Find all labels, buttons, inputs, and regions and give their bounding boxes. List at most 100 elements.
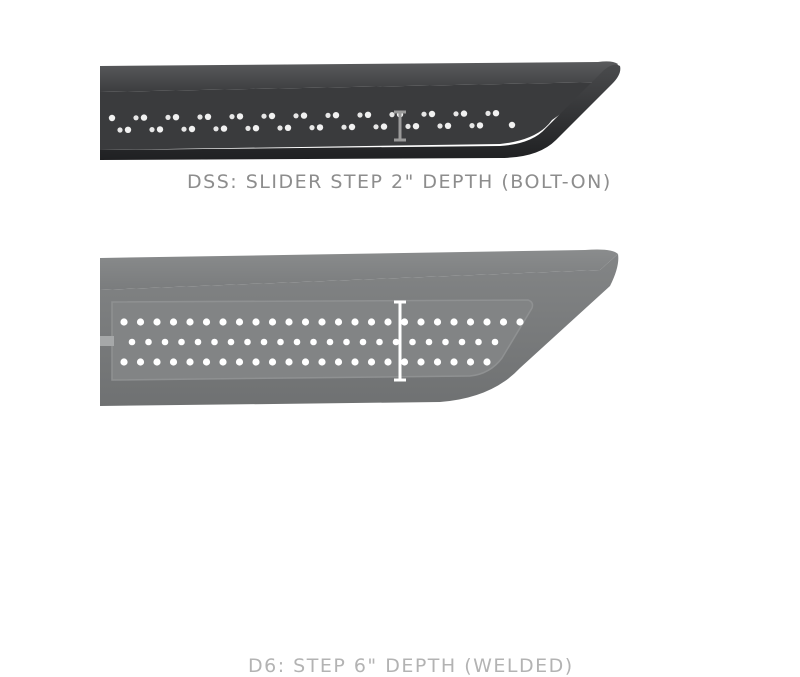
d6-hole [301, 358, 310, 366]
d6-label-tag [100, 336, 114, 346]
d6-hole [433, 318, 442, 326]
d6-hole [252, 358, 260, 366]
d6-hole [367, 318, 376, 326]
d6-hole [450, 318, 458, 326]
dss-hole [124, 126, 132, 133]
dss-hole [252, 125, 260, 132]
d6-hole [202, 318, 211, 326]
d6-hole [384, 318, 392, 326]
dss-hole [213, 126, 219, 132]
d6-hole [351, 318, 359, 326]
dss-hole [204, 113, 212, 121]
dss-slider-step-image: DSS: SLIDER STEP 2" DEPTH (BOLT-ON) [0, 0, 800, 210]
d6-hole [136, 318, 145, 326]
d6-hole [376, 338, 383, 346]
d6-hole [318, 358, 326, 366]
d6-hole [178, 338, 185, 346]
dss-hole [133, 115, 139, 121]
d6-hole [268, 318, 277, 326]
d6-hole [161, 338, 169, 346]
dss-hole [508, 121, 516, 129]
d6-hole [466, 358, 475, 366]
d6-hole [400, 318, 409, 326]
dss-hole [453, 111, 459, 117]
d6-hole [128, 338, 136, 346]
dss-hole [460, 110, 468, 117]
dss-hole [261, 113, 267, 119]
dss-hole [437, 123, 443, 129]
d6-hole-pattern [120, 318, 524, 366]
d6-hole [235, 358, 244, 366]
d6-step-image: D6: STEP 6" DEPTH (WELDED) [0, 230, 800, 677]
dss-hole [485, 110, 491, 116]
dss-hole [268, 112, 276, 120]
dss-hole [172, 114, 180, 121]
d6-hole [219, 318, 227, 326]
dss-hole [341, 124, 347, 130]
dss-hole [140, 114, 148, 121]
d6-hole [516, 318, 524, 326]
d6-hole [499, 318, 508, 326]
d6-hole [260, 338, 268, 346]
d6-hole [343, 338, 350, 346]
d6-top-plate [100, 249, 618, 290]
d6-caption: D6: STEP 6" DEPTH (WELDED) [248, 655, 574, 677]
dss-hole-pattern [108, 110, 516, 133]
dss-hole [309, 125, 315, 131]
d6-hole [334, 358, 343, 366]
d6-hole [285, 318, 293, 326]
d6-hole [417, 358, 425, 366]
dss-hole [156, 126, 164, 133]
dss-hole [220, 125, 228, 132]
d6-hole [285, 358, 293, 366]
dss-hole [332, 112, 340, 119]
dss-hole [421, 111, 427, 117]
dss-hole [444, 122, 452, 129]
d6-hole [301, 318, 310, 326]
dss-hole [300, 112, 308, 119]
d6-hole [392, 338, 400, 346]
dss-depth-marker [394, 110, 406, 142]
dss-hole [293, 113, 299, 119]
dss-hole [165, 114, 171, 120]
d6-hole [318, 318, 326, 326]
dss-hole [469, 123, 475, 129]
d6-hole [367, 358, 376, 366]
d6-hole [252, 318, 260, 326]
dss-hole [108, 114, 116, 122]
d6-hole [442, 338, 449, 346]
d6-hole [186, 358, 194, 366]
d6-hole [466, 318, 475, 326]
d6-step-panel [111, 299, 534, 381]
d6-hole [359, 338, 367, 346]
d6-hole [244, 338, 251, 346]
d6-depth-marker [394, 300, 406, 382]
dss-hole [236, 113, 244, 120]
dss-hole [348, 123, 356, 131]
d6-hole [120, 318, 128, 326]
d6-hole [136, 358, 145, 366]
d6-hole [310, 338, 317, 346]
dss-hole [492, 110, 500, 117]
dss-hole [197, 114, 203, 120]
d6-hole [169, 358, 178, 366]
dss-hole [373, 124, 379, 130]
dss-hole [117, 127, 123, 133]
d6-hole [425, 338, 433, 346]
d6-hole [194, 338, 202, 346]
dss-hole [380, 123, 388, 130]
d6-hole [334, 318, 343, 326]
d6-hole [450, 358, 458, 366]
dss-hole [181, 126, 187, 132]
dss-hole [245, 125, 251, 131]
d6-hole [384, 358, 392, 366]
dss-hole [476, 122, 484, 129]
d6-hole [145, 338, 152, 346]
dss-hole [412, 123, 420, 130]
d6-hole [202, 358, 211, 366]
dss-hole [316, 124, 324, 131]
dss-tube-rail [100, 64, 621, 160]
d6-hole [153, 358, 161, 366]
d6-hole [120, 358, 128, 366]
dss-face-plate [100, 82, 606, 150]
